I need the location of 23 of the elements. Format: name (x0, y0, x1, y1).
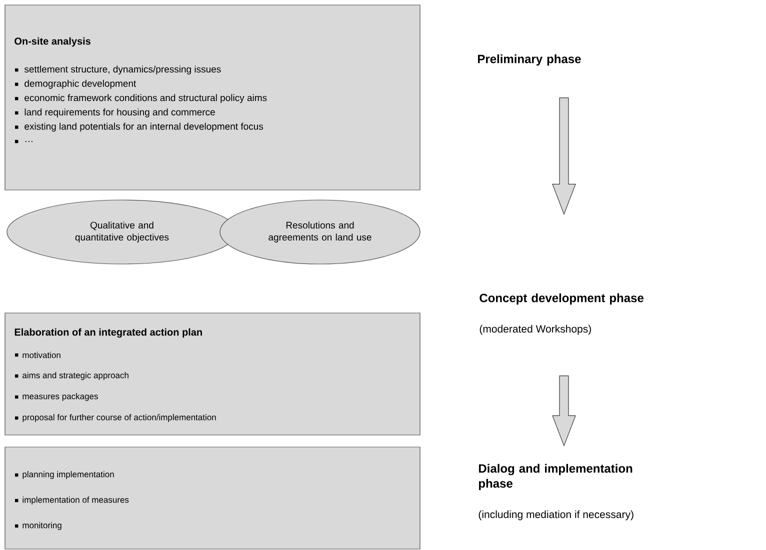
bullet-item: … (15, 140, 32, 144)
bullet-item: aims and strategic approach (15, 372, 128, 380)
text-box: On-site analysis settlement structure, dynamics/pressing issues demographic development economic framework conditions and structural policy aims land requirements for housing and commerce existing land potentials for an internal development focus … (4, 4, 420, 190)
bullet-item: existing land potentials for an internal development focus (15, 122, 264, 132)
block-arrow (552, 376, 576, 447)
block-arrow (552, 98, 576, 216)
bullet-item: planning implementation (15, 471, 114, 479)
bullet-item: motivation (15, 352, 60, 358)
bullet-item: measures packages (15, 393, 98, 401)
phase-title: Preliminary phase (478, 54, 581, 66)
phase-title: Dialog and implementation phase (479, 464, 632, 490)
phase-title: Concept development phase (480, 293, 644, 305)
phase-note: (including mediation if necessary) (478, 510, 634, 520)
bullet-item: demographic development (15, 80, 136, 89)
text-box (4, 446, 420, 550)
phase-note: (moderated Workshops) (480, 324, 591, 335)
bullet-item: implementation of measures (15, 496, 129, 504)
bullet-item: land requirements for housing and commerce (15, 108, 215, 118)
bullet-item: economic framework conditions and structural policy aims (15, 94, 267, 104)
bullet-item: monitoring (15, 522, 62, 530)
bullet-item: proposal for further course of action/implementation (15, 414, 216, 422)
text-box: Elaboration of an integrated action plan motivation aims and strategic approach measures packages proposal for further course of action/implementation (4, 312, 420, 436)
bullet-item: settlement structure, dynamics/pressing issues (15, 66, 221, 74)
